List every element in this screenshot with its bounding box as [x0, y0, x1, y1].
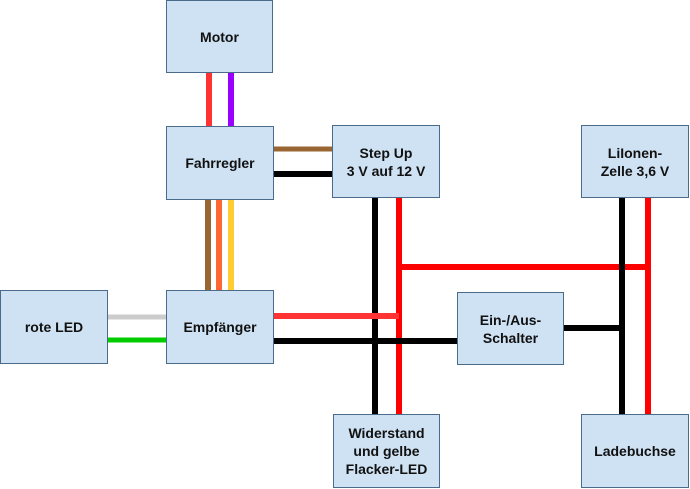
flicker-led-box: Widerstand und gelbe Flacker-LED: [333, 414, 440, 488]
switch-box: Ein-/Aus- Schalter: [457, 292, 564, 365]
motor-box: Motor: [166, 0, 273, 73]
fahrregler-box: Fahrregler: [166, 126, 274, 200]
battery-box: LiIonen- Zelle 3,6 V: [581, 125, 689, 198]
stepup-box: Step Up 3 V auf 12 V: [332, 125, 440, 198]
charger-box: Ladebuchse: [581, 414, 689, 488]
led-box: rote LED: [0, 290, 108, 364]
receiver-box: Empfänger: [166, 290, 274, 364]
